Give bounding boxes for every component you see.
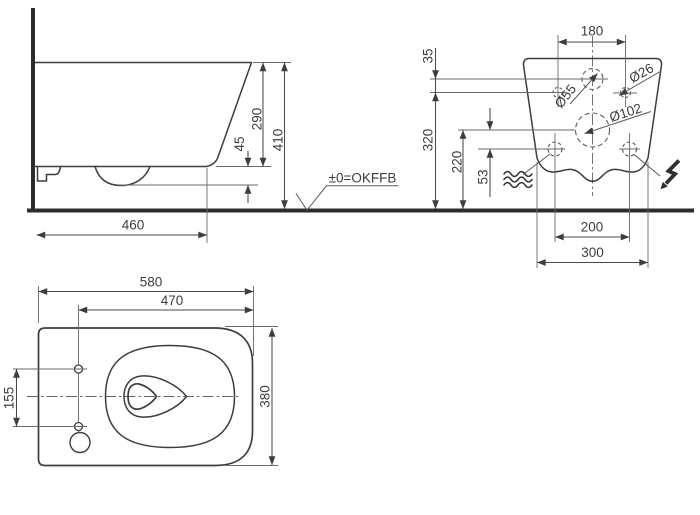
label-d102: Ø102 bbox=[608, 100, 644, 124]
bowl-rim bbox=[104, 344, 236, 449]
dim-290-label: 290 bbox=[250, 108, 265, 131]
outlet-hole-d102 bbox=[574, 112, 611, 148]
inlet-hole-top-view bbox=[69, 431, 91, 454]
rear-view: 180 35 320 220 53 200 300 Ø55 Ø26 Ø102 bbox=[421, 24, 681, 268]
floor-level-marker: ±0=OKFFB bbox=[295, 171, 399, 212]
bowl-water-surface bbox=[123, 375, 188, 418]
top-body-outline bbox=[37, 327, 254, 467]
leader-d26 bbox=[618, 70, 662, 96]
lightning-bolt-icon bbox=[660, 159, 681, 190]
dim-470-label: 470 bbox=[161, 293, 184, 308]
side-bowl-arc bbox=[94, 165, 151, 187]
dim-460-label: 460 bbox=[122, 218, 145, 233]
rear-body-outline bbox=[522, 57, 663, 183]
dim-45-label: 45 bbox=[232, 136, 247, 151]
leader-water bbox=[522, 153, 551, 175]
label-d55: Ø55 bbox=[552, 82, 580, 111]
dim-220-label: 220 bbox=[450, 151, 465, 174]
drain-opening bbox=[127, 382, 158, 411]
dim-410-label: 410 bbox=[271, 129, 286, 152]
dim-53-label: 53 bbox=[476, 169, 491, 184]
dim-155-label: 155 bbox=[2, 387, 17, 410]
leader-electric bbox=[633, 154, 661, 177]
wall-and-floor bbox=[27, 8, 694, 213]
dim-35-label: 35 bbox=[421, 48, 436, 63]
level-label: ±0=OKFFB bbox=[329, 171, 397, 186]
leader-d102 bbox=[584, 111, 652, 134]
dim-320-label: 320 bbox=[421, 129, 436, 152]
side-fixing-bracket bbox=[36, 165, 62, 182]
dim-300-label: 300 bbox=[581, 245, 604, 260]
leader-d55 bbox=[569, 73, 598, 105]
side-body-outline bbox=[34, 61, 253, 168]
dim-380-label: 380 bbox=[258, 385, 273, 408]
top-view: 580 470 155 380 bbox=[2, 275, 279, 467]
level-check-symbol bbox=[295, 185, 399, 212]
dim-580-label: 580 bbox=[140, 275, 163, 290]
dim-200-label: 200 bbox=[581, 220, 604, 235]
side-view: 290 410 45 460 bbox=[34, 61, 291, 243]
dim-180-label: 180 bbox=[581, 24, 604, 39]
water-supply-icon bbox=[503, 170, 533, 189]
